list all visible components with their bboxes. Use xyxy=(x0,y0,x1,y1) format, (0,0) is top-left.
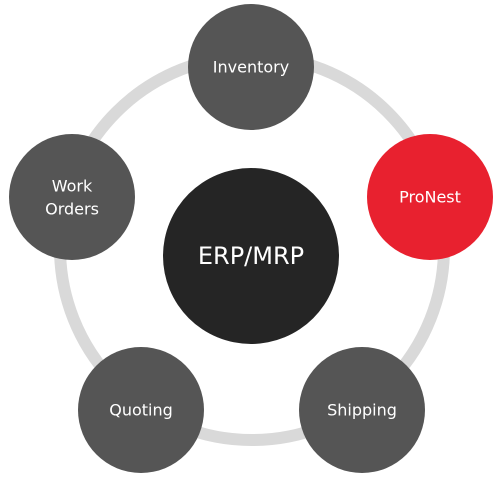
node-circle xyxy=(78,347,204,473)
node-circle xyxy=(188,4,314,130)
node-work-orders: Work Orders xyxy=(9,134,135,260)
node-label: Inventory xyxy=(213,58,289,77)
node-label: ProNest xyxy=(399,188,461,207)
node-circle xyxy=(299,347,425,473)
node-label-line-2: Orders xyxy=(45,200,99,219)
node-label: Shipping xyxy=(327,401,397,420)
center-label: ERP/MRP xyxy=(198,242,304,270)
node-quoting: Quoting xyxy=(78,347,204,473)
node-circle xyxy=(367,134,493,260)
node-pronest: ProNest xyxy=(367,134,493,260)
node-inventory: Inventory xyxy=(188,4,314,130)
center-node: ERP/MRP xyxy=(163,168,339,344)
center-circle xyxy=(163,168,339,344)
node-label-line-1: Work xyxy=(52,177,93,196)
node-circle xyxy=(9,134,135,260)
node-label: Quoting xyxy=(109,401,173,420)
node-shipping: Shipping xyxy=(299,347,425,473)
